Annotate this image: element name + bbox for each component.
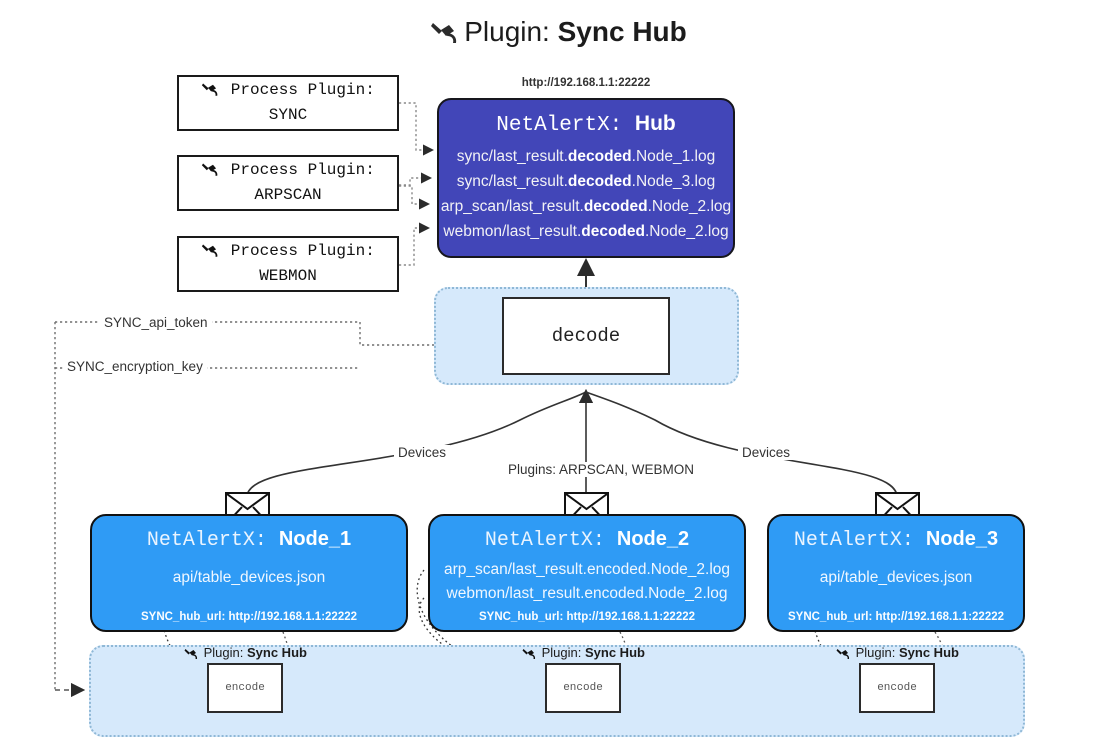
title-name: Sync Hub: [557, 16, 687, 47]
node-line: arp_scan/last_result.encoded.Node_2.log: [443, 561, 731, 578]
hub-log-line: sync/last_result.decoded.Node_1.log: [439, 144, 733, 169]
process-plugin-box-arpscan[interactable]: Process Plugin: ARPSCAN: [177, 155, 399, 211]
encode-box-node-2[interactable]: encode: [545, 663, 621, 713]
hub-log-line: arp_scan/last_result.decoded.Node_2.log: [439, 194, 733, 219]
node-box-node-2[interactable]: NetAlertX: Node_2 arp_scan/last_result.e…: [428, 514, 746, 632]
encoder-label-name: Sync Hub: [585, 645, 645, 660]
page-title: Plugin: Sync Hub: [0, 18, 1117, 50]
encode-box-node-1[interactable]: encode: [207, 663, 283, 713]
decode-box[interactable]: decode: [502, 297, 670, 375]
process-plugin-box-sync[interactable]: Process Plugin: SYNC: [177, 75, 399, 131]
node-product: NetAlertX:: [146, 529, 267, 552]
process-plugin-box-webmon[interactable]: Process Plugin: WEBMON: [177, 236, 399, 292]
node-footer: SYNC_hub_url: http://192.168.1.1:22222: [140, 611, 358, 623]
log-em: decoded: [567, 173, 632, 191]
node-header: NetAlertX: Node_3: [769, 528, 1023, 552]
node-name: Node_3: [925, 528, 999, 550]
plug-icon: [184, 648, 203, 663]
node-line: api/table_devices.json: [819, 569, 973, 586]
node-body: api/table_devices.json: [769, 566, 1023, 590]
edge-label-devices-left: Devices: [394, 445, 451, 460]
log-post: .Node_3.log: [631, 173, 716, 191]
process-plugin-label: Process Plugin:: [230, 80, 375, 99]
hub-product: NetAlertX:: [496, 114, 623, 137]
edge-label-sync-api-token: SYNC_api_token: [100, 315, 212, 330]
node-header: NetAlertX: Node_2: [430, 528, 744, 552]
hub-log-list: sync/last_result.decoded.Node_1.log sync…: [439, 144, 733, 244]
hub-log-line: sync/last_result.decoded.Node_3.log: [439, 169, 733, 194]
encoder-label-prefix: Plugin:: [855, 645, 896, 660]
node-name: Node_2: [616, 528, 690, 550]
title-prefix: Plugin:: [464, 16, 550, 47]
log-pre: sync/last_result.: [456, 148, 568, 165]
node-product: NetAlertX:: [484, 529, 605, 552]
plug-icon: [201, 244, 230, 263]
node-body: arp_scan/last_result.encoded.Node_2.log …: [430, 558, 744, 606]
hub-log-line: webmon/last_result.decoded.Node_2.log: [439, 219, 733, 244]
encoder-label-node-3: Plugin: Sync Hub: [836, 645, 959, 663]
process-plugin-label: Process Plugin:: [230, 160, 375, 179]
encoder-label-prefix: Plugin:: [203, 645, 244, 660]
plug-icon: [522, 648, 541, 663]
node-line: webmon/last_result.encoded.Node_2.log: [446, 585, 728, 603]
hub-name: Hub: [634, 112, 676, 135]
log-post: .Node_2.log: [647, 198, 732, 216]
log-em: decoded: [583, 198, 648, 216]
hub-node[interactable]: NetAlertX: Hub sync/last_result.decoded.…: [437, 98, 735, 258]
encoder-label-node-2: Plugin: Sync Hub: [522, 645, 645, 663]
edge-label-sync-encryption-key: SYNC_encryption_key: [63, 359, 207, 374]
log-em: decoded: [581, 223, 645, 241]
node-footer: SYNC_hub_url: http://192.168.1.1:22222: [478, 611, 696, 623]
node-box-node-1[interactable]: NetAlertX: Node_1 api/table_devices.json…: [90, 514, 408, 632]
encoder-label-prefix: Plugin:: [541, 645, 582, 660]
log-post: .Node_1.log: [631, 148, 716, 165]
plug-icon: [201, 83, 230, 102]
plug-icon: [201, 163, 230, 182]
edge-label-devices-right: Devices: [738, 445, 795, 460]
process-plugin-name: SYNC: [268, 105, 308, 124]
log-pre: arp_scan/last_result.: [440, 198, 584, 216]
log-pre: webmon/last_result.: [443, 223, 582, 241]
node-product: NetAlertX:: [793, 529, 914, 552]
node-body: api/table_devices.json: [92, 566, 406, 590]
log-pre: sync/last_result.: [456, 173, 568, 191]
plug-icon: [836, 648, 855, 663]
encode-box-node-3[interactable]: encode: [859, 663, 935, 713]
process-plugin-text: Process Plugin: SYNC: [201, 80, 375, 126]
encoder-label-name: Sync Hub: [899, 645, 959, 660]
node-box-node-3[interactable]: NetAlertX: Node_3 api/table_devices.json…: [767, 514, 1025, 632]
process-plugin-name: ARPSCAN: [254, 185, 322, 204]
process-plugin-label: Process Plugin:: [230, 241, 375, 260]
log-post: .Node_2.log: [644, 223, 729, 241]
encoder-label-node-1: Plugin: Sync Hub: [184, 645, 307, 663]
process-plugin-name: WEBMON: [259, 266, 317, 285]
node-header: NetAlertX: Node_1: [92, 528, 406, 552]
encoder-label-name: Sync Hub: [247, 645, 307, 660]
log-em: decoded: [567, 148, 632, 165]
hub-url-label: http://192.168.1.1:22222: [521, 77, 651, 89]
node-name: Node_1: [278, 528, 352, 550]
node-footer: SYNC_hub_url: http://192.168.1.1:22222: [787, 611, 1005, 623]
process-plugin-text: Process Plugin: WEBMON: [201, 241, 375, 287]
process-plugin-text: Process Plugin: ARPSCAN: [201, 160, 375, 206]
edge-label-plugins-center: Plugins: ARPSCAN, WEBMON: [504, 462, 699, 477]
node-line: api/table_devices.json: [172, 569, 326, 586]
hub-header: NetAlertX: Hub: [439, 112, 733, 137]
plug-icon: [430, 19, 460, 50]
